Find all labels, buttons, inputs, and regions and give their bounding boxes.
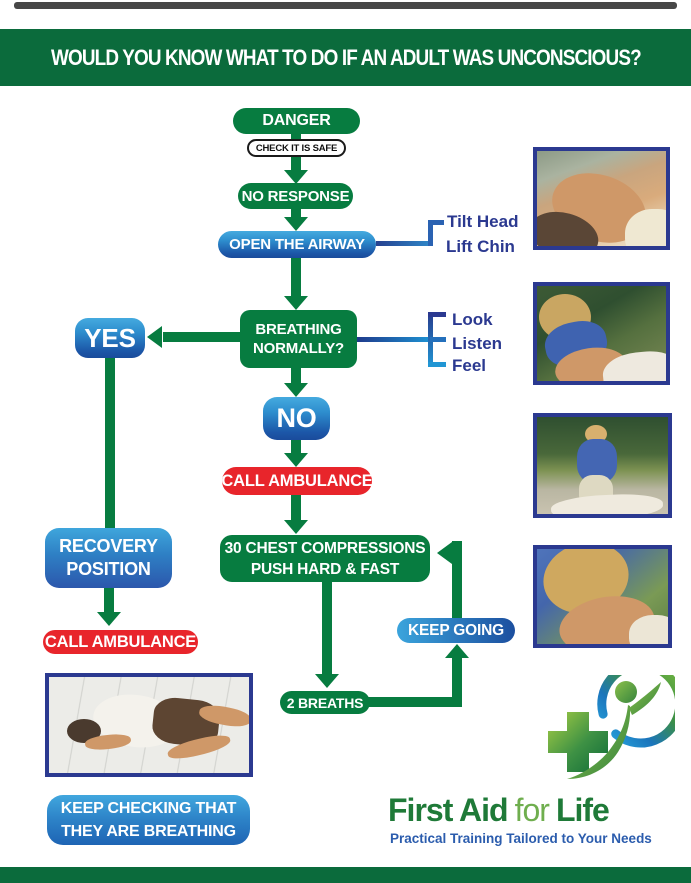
line-yes-to-recovery [105,357,115,529]
arrowhead-down-icon [284,217,308,231]
compressions-line1: 30 CHEST COMPRESSIONS [224,539,426,557]
photo-blob [550,492,664,514]
keep-checking-node: KEEP CHECKING THAT THEY ARE BREATHING [47,795,250,845]
rescue-breaths-photo [533,545,672,648]
arrowhead-down-icon [284,453,308,467]
loop-line-vertical-upper [452,541,462,618]
look-label: Look [452,310,493,329]
arrowhead-down-icon [97,612,121,626]
arrow-no-to-ambulance [291,440,301,455]
brand-life: Life [555,792,610,828]
arrowhead-down-icon [315,674,339,688]
check-it-is-safe-node: CHECK IT IS SAFE [247,139,346,157]
chest-compressions-photo [533,413,672,518]
two-breaths-node: 2 BREATHS [280,691,370,714]
yes-node: YES [75,318,145,358]
call-ambulance-left-node: CALL AMBULANCE [43,630,198,654]
no-node: NO [263,397,330,440]
airway-note-tick [428,220,444,225]
photo-blob [629,615,668,644]
call-ambulance-node: CALL AMBULANCE [221,467,373,495]
brand-first-aid: First Aid [388,792,509,828]
no-response-node: NO RESPONSE [238,183,353,209]
arrowhead-left-icon [437,542,452,564]
bracket-tick-bottom [428,362,446,367]
breathing-line2: NORMALLY? [253,340,344,357]
footer-band [0,867,691,883]
check-breathing-photo [533,282,670,385]
breathing-note-line [357,337,428,342]
arrow-airway-to-breathing [291,258,301,298]
page-title: WOULD YOU KNOW WHAT TO DO IF AN ADULT WA… [50,44,642,70]
header-banner: WOULD YOU KNOW WHAT TO DO IF AN ADULT WA… [0,29,691,86]
recovery-line2: POSITION [66,559,151,579]
arrowhead-down-icon [284,170,308,184]
listen-label: Listen [452,334,503,353]
airway-note-line [376,241,430,246]
arrow-recovery-to-ambulance [104,588,114,614]
head-tilt-photo [533,147,670,250]
arrow-breathing-to-no [291,368,301,385]
brand-for: for [514,792,550,828]
loop-line-vertical-lower [452,658,462,707]
arrowhead-up-icon [445,644,469,658]
lift-chin-label: Lift Chin [446,237,515,256]
brand-tagline: Practical Training Tailored to Your Need… [390,831,652,846]
arrow-noresponse-to-airway [291,209,301,219]
bracket-tick-middle [430,337,446,342]
chest-compressions-node: 30 CHEST COMPRESSIONS PUSH HARD & FAST [220,535,430,582]
arrow-compressions-to-breaths [322,582,332,675]
recovery-position-node: RECOVERY POSITION [45,528,172,588]
photo-blob [585,425,607,443]
compressions-line2: PUSH HARD & FAST [250,560,400,578]
arrow-breathing-to-yes [163,332,240,342]
bracket-tick-top [428,312,446,317]
first-aid-for-life-logo-icon [548,675,675,779]
feel-label: Feel [452,356,487,375]
arrow-ambulance-to-compressions [291,495,301,521]
danger-node: DANGER [233,108,360,134]
keep-going-node: KEEP GOING [397,618,515,643]
arrowhead-down-icon [284,520,308,534]
keep-checking-line2: THEY ARE BREATHING [61,823,236,840]
keep-checking-line1: KEEP CHECKING THAT [60,800,237,817]
top-window-bar [14,2,677,9]
arrowhead-down-icon [284,383,308,397]
recovery-line1: RECOVERY [59,536,158,556]
breathing-normally-node: BREATHING NORMALLY? [240,310,357,368]
open-airway-node: OPEN THE AIRWAY [218,231,376,258]
recovery-position-photo [45,673,253,777]
tilt-head-label: Tilt Head [447,212,519,231]
arrowhead-left-icon [147,326,162,348]
airway-note-elbow [428,220,433,246]
arrowhead-down-icon [284,296,308,310]
loop-line-horizontal [360,697,462,707]
breathing-line1: BREATHING [255,321,342,338]
